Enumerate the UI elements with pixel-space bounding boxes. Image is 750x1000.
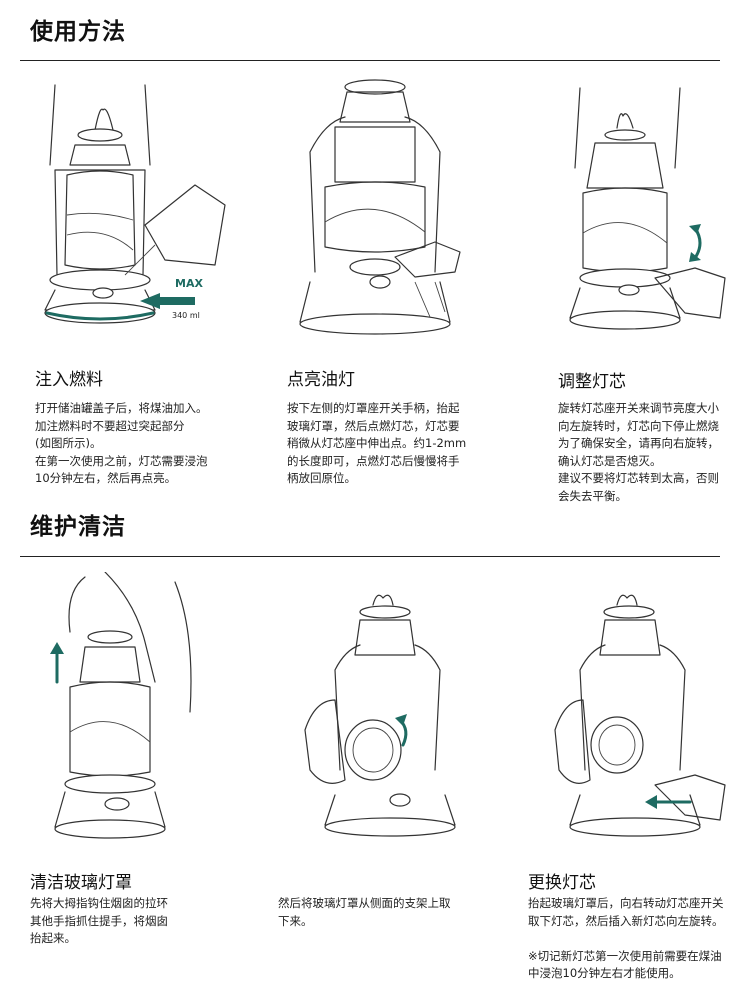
step-text-adjust-wick: 旋转灯芯座开关来调节亮度大小 向左旋转时，灯芯向下停止燃烧 为了确保安全，请再向… (558, 401, 719, 503)
step-text-clean-glass: 先将大拇指钩住烟囱的拉环 其他手指抓住提手，将烟囱 抬起来。 (30, 896, 168, 945)
step-title-fill-fuel: 注入燃料 (35, 370, 103, 390)
replace-wick-illustration (554, 594, 726, 837)
step-text-replace-wick: 抬起玻璃灯罩后，向右转动灯芯座开关 取下灯芯，然后插入新灯芯向左旋转。 ※切记新… (528, 896, 724, 980)
section-divider (20, 556, 720, 557)
light-lamp-illustration (299, 79, 461, 335)
step-title-replace-wick: 更换灯芯 (528, 873, 596, 893)
section-title-usage: 使用方法 (30, 19, 126, 45)
step-title-clean-glass: 清洁玻璃灯罩 (30, 873, 132, 893)
clean-glass-illustration (50, 572, 192, 839)
section-divider (20, 60, 720, 61)
remove-glass-illustration (304, 594, 456, 837)
step-text-light-lamp: 按下左侧的灯罩座开关手柄，抬起 玻璃灯罩，然后点燃灯芯，灯芯要 稍微从灯芯座中伸… (287, 401, 467, 485)
step-text-remove-glass: 然后将玻璃灯罩从侧面的支架上取 下来。 (278, 896, 451, 928)
step-title-light-lamp: 点亮油灯 (287, 370, 355, 390)
adjust-wick-illustration (569, 87, 726, 330)
fill-fuel-illustration: MAX 340 ml (44, 84, 226, 324)
step-text-fill-fuel: 打开储油罐盖子后，将煤油加入。 加注燃料时不要超过突起部分 (如图所示)。 在第… (35, 401, 208, 485)
step-title-adjust-wick: 调整灯芯 (558, 372, 626, 392)
section-title-maintenance: 维护清洁 (30, 514, 126, 540)
max-label: MAX (175, 277, 203, 290)
max-volume-label: 340 ml (172, 311, 200, 320)
